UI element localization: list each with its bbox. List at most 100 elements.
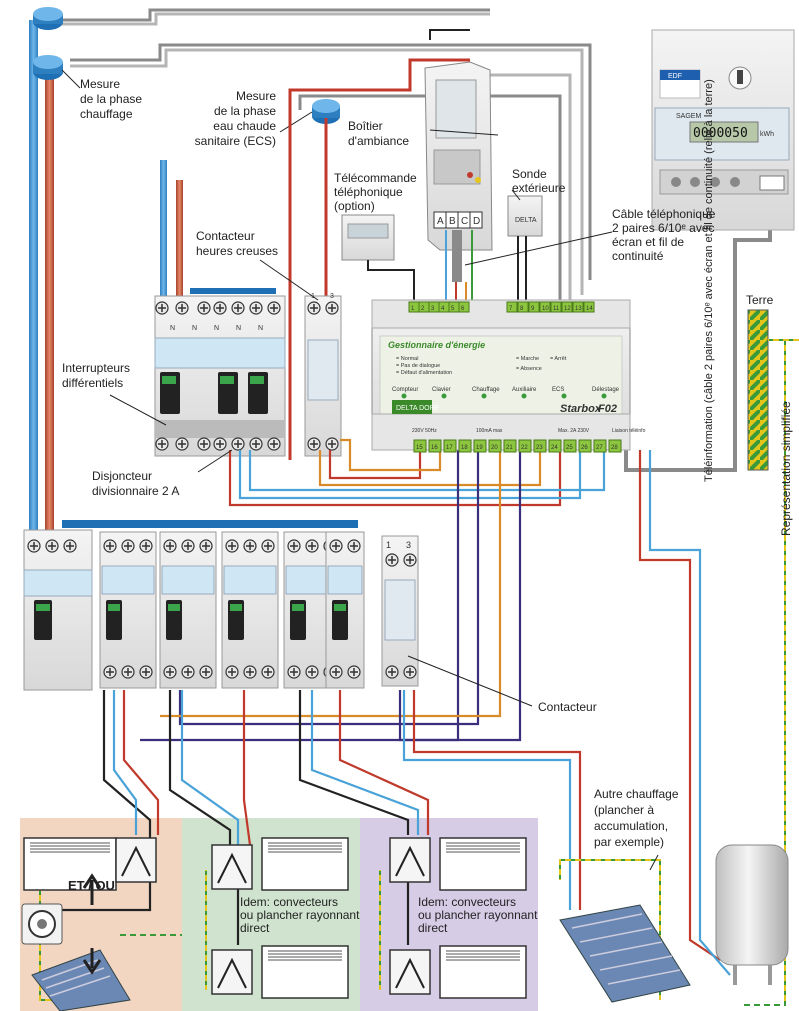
label-autre-chauffage-line-4: par exemple): [594, 835, 664, 849]
starbox-top-terminal-7: 7: [509, 306, 513, 312]
starbox-specs: 230V 50Hz 100mA max Max. 2A 230V Liaison té…: [412, 428, 646, 434]
contactor-hc-terminal-3: 3: [330, 293, 334, 300]
starbox-model: Starbox: [560, 403, 602, 415]
contactor-terminal-1: 1: [386, 540, 391, 550]
starbox-bottom-terminal-11: 25: [566, 445, 573, 451]
label-mesure-ecs-line-3: eau chaude: [213, 119, 276, 133]
label-telecommande-line-2: téléphonique: [334, 185, 403, 199]
label-interrupteurs-line-2: différentiels: [62, 376, 123, 390]
label-boitier-line-2: d'ambiance: [348, 134, 409, 148]
convector-heater: [439, 945, 527, 999]
starbox-spec-1: 230V 50Hz: [412, 428, 437, 434]
label-autre-chauffage-line-1: Autre chauffage: [594, 787, 679, 801]
clamp-heating-icon: [33, 55, 63, 80]
starbox-bottom-terminal-5: 19: [476, 445, 483, 451]
label-cable-tel-line-1: Câble téléphonique: [612, 207, 716, 221]
water-heater: [715, 844, 789, 985]
convectors: [23, 837, 527, 999]
legend-right-3: = Absence: [516, 366, 542, 372]
tel-terminal-3: C: [461, 216, 468, 227]
bottom-busbar: [62, 520, 358, 528]
starbox-bottom-terminal-14: 28: [611, 445, 618, 451]
telephone-cable: [452, 230, 462, 282]
status-5: ECS: [552, 387, 564, 393]
pointer-lines: [109, 129, 659, 871]
sonde-exterieure[interactable]: DELTA: [507, 195, 543, 300]
label-mesure-ecs-line-2: de la phase: [214, 104, 276, 118]
label-et-ou: ET / OU: [68, 878, 115, 893]
label-interrupteurs-line-1: Interrupteurs: [62, 361, 130, 375]
clamp-top-icon: [33, 7, 63, 30]
label-cable-tel-line-3: écran et fil de: [612, 235, 684, 249]
bottom-breaker-row: [23, 529, 419, 691]
riser-blue-mid: [160, 160, 167, 300]
label-disjoncteur-line-2: divisionnaire 2 A: [92, 484, 179, 498]
starbox-top-terminal-2: 2: [421, 306, 425, 312]
status-4: Auxiliaire: [512, 387, 537, 393]
tel-terminal-2: B: [449, 216, 456, 227]
clamp-ecs-icon: [312, 99, 340, 124]
starbox-top-terminal-5: 5: [451, 306, 455, 312]
starbox-spec-3: Max. 2A 230V: [558, 428, 590, 434]
label-autre-chauffage-line-3: accumulation,: [594, 819, 668, 833]
label-cable-tel-line-2: 2 paires 6/10ᵉ avec: [612, 221, 715, 235]
label-idem-1-line-3: direct: [240, 921, 270, 935]
label-mesure-chauffage-line-1: Mesure: [80, 77, 120, 91]
status-led: [601, 393, 607, 399]
thermostat-dial[interactable]: [21, 903, 63, 945]
label-representation: Représentation simplifiée: [779, 401, 793, 536]
label-cable-tel-line-4: continuité: [612, 249, 664, 263]
label-contacteur-hc-line-2: heures creuses: [196, 244, 278, 258]
starbox-maker: DELTA DORE: [396, 405, 440, 412]
label-mesure-chauffage-line-3: chauffage: [80, 107, 133, 121]
meter-brand: EDF: [668, 73, 682, 80]
starbox-bottom-terminal-6: 20: [491, 445, 498, 451]
sonde-brand: DELTA: [515, 217, 537, 224]
starbox-bottom-terminal-2: 16: [431, 445, 438, 451]
label-telecommande-line-3: (option): [334, 199, 375, 213]
starbox-spec-4: Liaison téléinfo: [612, 428, 646, 434]
status-led: [481, 393, 487, 399]
starbox-bottom-terminal-12: 26: [581, 445, 588, 451]
label-contacteur-hc-line-1: Contacteur: [196, 229, 255, 243]
arrow-up-icon: [82, 873, 102, 905]
starbox-top-terminal-8: 8: [520, 306, 524, 312]
starbox-title: Gestionnaire d'énergie: [388, 340, 485, 350]
label-telecommande-line-1: Télécommande: [334, 171, 417, 185]
starbox-spec-2: 100mA max: [476, 428, 503, 434]
starbox-bottom-terminal-3: 17: [446, 445, 453, 451]
control-wires: [140, 200, 772, 742]
starbox-bottom-terminal-9: 23: [536, 445, 543, 451]
ambience-box[interactable]: [424, 61, 493, 251]
contactor-terminal-3: 3: [406, 540, 411, 550]
breaker-mark-2: N: [192, 325, 197, 332]
label-idem-1-line-1: Idem: convecteurs: [240, 895, 338, 909]
meter-unit: kWh: [760, 131, 774, 138]
label-disjoncteur-line-1: Disjoncteur: [92, 469, 152, 483]
telecommande-box[interactable]: [341, 214, 415, 300]
tel-terminal-1: A: [437, 216, 444, 227]
floor-mat-accumulation: [559, 904, 691, 1003]
legend-left-3: = Défaut d'alimentation: [396, 370, 452, 376]
starbox-legend: = Normal= Pas de dialogue= Défaut d'alim…: [396, 356, 567, 376]
legend-left-1: = Normal: [396, 356, 418, 362]
breaker-mark-5: N: [258, 325, 263, 332]
starbox-top-terminal-12: 12: [564, 306, 571, 312]
top-breaker-screws: [155, 301, 339, 451]
starbox-bottom-terminal-13: 27: [596, 445, 603, 451]
starbox-top-terminal-11: 11: [553, 306, 560, 312]
label-contacteur: Contacteur: [538, 700, 597, 714]
riser-copper-left: [45, 60, 54, 540]
starbox-bottom-terminal-4: 18: [461, 445, 468, 451]
supply-cables: [60, 8, 592, 300]
riser-blue-left: [29, 20, 38, 540]
status-led: [401, 393, 407, 399]
tel-terminal-4: D: [473, 216, 480, 227]
label-mesure-chauffage-line-2: de la phase: [80, 92, 142, 106]
